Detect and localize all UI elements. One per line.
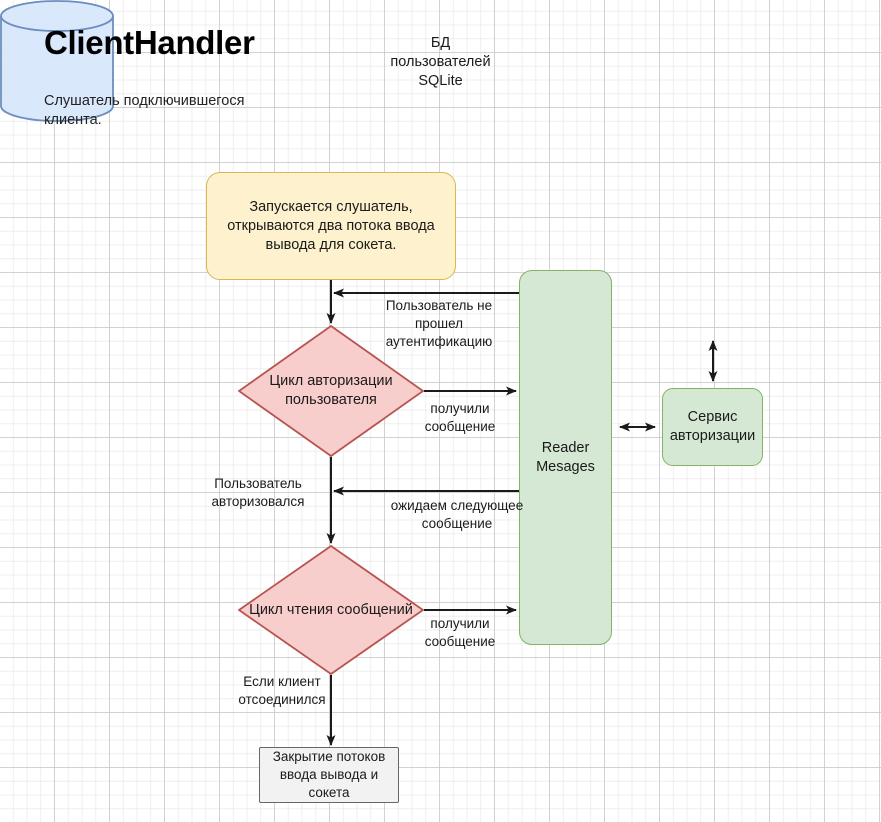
start-box-label: Запускается слушатель, открываются два п… (227, 198, 435, 253)
edge-label-not-authenticated: Пользователь не прошел аутентификацию (385, 298, 493, 349)
reader-messages-box[interactable]: Reader Mesages (519, 270, 612, 645)
reader-box-line1: Reader (541, 439, 590, 456)
edge-label-got-message-1: получили сообщение (424, 401, 496, 434)
database-line3: SQLite (418, 73, 463, 89)
auth-service-label: Сервис авторизации (669, 409, 756, 444)
database-label: БД пользователей SQLite (0, 34, 881, 91)
page-subtitle: Слушатель подключившегося клиента. (44, 93, 245, 128)
decision-authorization-loop[interactable]: Цикл авторизации пользователя (237, 324, 425, 458)
edge-label-wait-next-message: ожидаем следующее сообщение (390, 498, 524, 531)
decision-read-label: Цикл чтения сообщений (249, 601, 413, 618)
start-process-box[interactable]: Запускается слушатель, открываются два п… (206, 172, 456, 280)
decision-read-loop[interactable]: Цикл чтения сообщений (237, 544, 425, 676)
auth-service-box[interactable]: Сервис авторизации (662, 388, 763, 466)
diamond-shape-auth (237, 324, 425, 458)
decision-auth-label: Цикл авторизации пользователя (269, 373, 393, 408)
edge-label-user-authorized: Пользователь авторизовался (211, 476, 305, 509)
database-cylinder[interactable]: БД пользователей SQLite (0, 0, 491, 122)
edge-label-got-message-2: получили сообщение (424, 616, 496, 649)
diamond-shape-read (237, 544, 425, 676)
database-line1: БД (430, 35, 451, 51)
end-box-label: Закрытие потоков ввода вывода и сокета (272, 749, 386, 800)
cylinder-shape (0, 0, 114, 122)
page-title: ClientHandler (44, 24, 255, 61)
reader-box-line2: Mesages (536, 458, 595, 475)
edge-label-client-disconnected: Если клиент отсоединился (238, 674, 326, 707)
database-line2: пользователей (390, 54, 491, 70)
end-close-streams-box[interactable]: Закрытие потоков ввода вывода и сокета (259, 747, 399, 803)
reader-box-label: Reader Mesages (532, 439, 599, 477)
